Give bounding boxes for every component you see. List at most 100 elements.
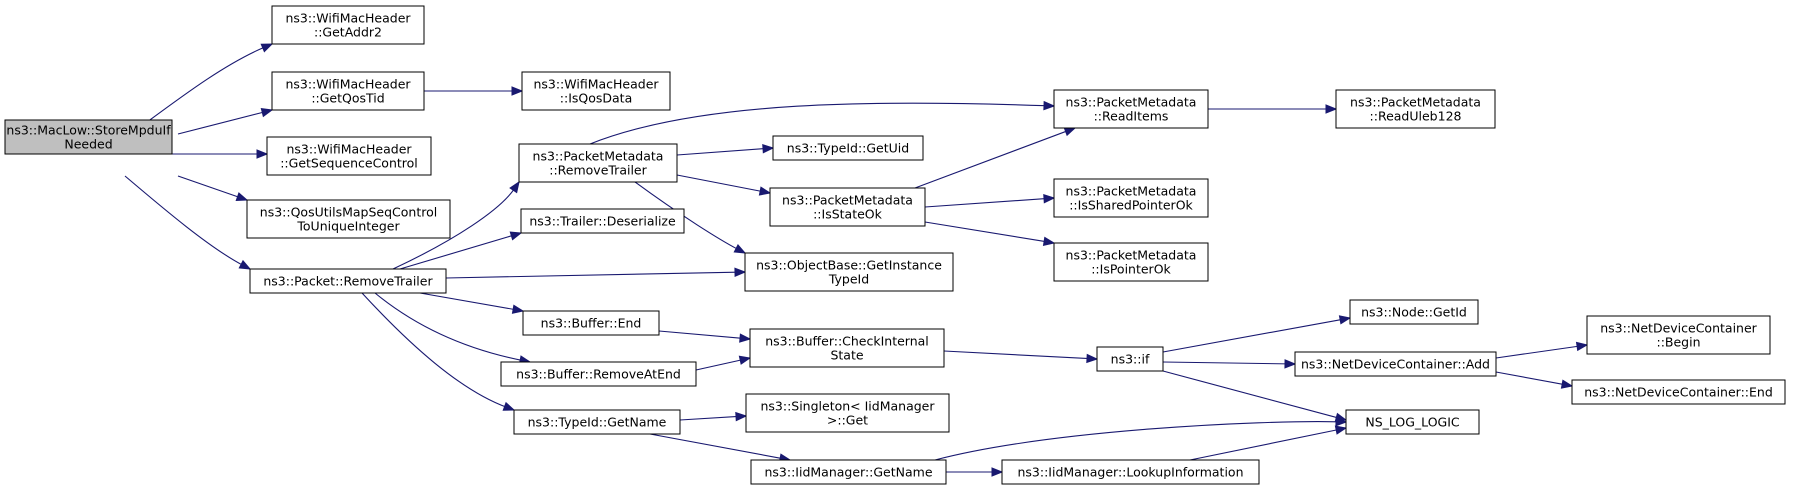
node-pm-isstateok[interactable]: ns3::PacketMetadata::IsStateOk: [769, 187, 926, 227]
edge-iid_getname-to-iid_lookup: [946, 467, 1004, 477]
arrowhead-icon: [733, 243, 747, 254]
node-box[interactable]: [1345, 409, 1480, 435]
node-box[interactable]: [772, 135, 924, 161]
node-box[interactable]: [266, 136, 432, 176]
node-ns-log-logic[interactable]: NS_LOG_LOGIC: [1345, 409, 1480, 435]
edge-pkt_removetrailer-to-typeid_getname: [361, 292, 516, 411]
edges-layer: [124, 43, 1589, 477]
node-label: ::IsSharedPointerOk: [1069, 198, 1193, 213]
node-box[interactable]: [1053, 89, 1209, 129]
node-getqostid[interactable]: ns3::WifiMacHeader::GetQosTid: [271, 71, 425, 111]
node-isqosdata[interactable]: ns3::WifiMacHeader::IsQosData: [521, 71, 671, 111]
node-getaddr2[interactable]: ns3::WifiMacHeader::GetAddr2: [271, 5, 425, 45]
edge-line: [676, 148, 766, 156]
arrowhead-icon: [1042, 236, 1056, 246]
node-box[interactable]: [744, 252, 954, 292]
node-typeid-getname[interactable]: ns3::TypeId::GetName: [513, 409, 681, 435]
node-box[interactable]: [1096, 346, 1164, 372]
edge-buf_removeatend-to-buf_checkinternal: [695, 355, 752, 371]
node-pkt-removetrailer[interactable]: ns3::Packet::RemoveTrailer: [249, 268, 447, 294]
edge-line: [124, 175, 244, 266]
node-box[interactable]: [520, 208, 685, 234]
node-typeid-getuid[interactable]: ns3::TypeId::GetUid: [772, 135, 924, 161]
edge-line: [445, 271, 738, 279]
node-pm-readuleb[interactable]: ns3::PacketMetadata::ReadUleb128: [1335, 89, 1496, 129]
node-box[interactable]: [749, 328, 945, 368]
node-ndc-begin[interactable]: ns3::NetDeviceContainer::Begin: [1586, 315, 1771, 355]
node-label: ns3::PacketMetadata: [1066, 248, 1197, 263]
edge-line: [392, 188, 515, 270]
node-pm-removetrailer[interactable]: ns3::PacketMetadata::RemoveTrailer: [518, 143, 678, 183]
node-box[interactable]: [745, 393, 950, 433]
node-box[interactable]: [1001, 459, 1260, 485]
node-label: ::Begin: [1656, 335, 1700, 350]
node-pm-issharedptr[interactable]: ns3::PacketMetadata::IsSharedPointerOk: [1053, 178, 1209, 218]
node-trailer-deser[interactable]: ns3::Trailer::Deserialize: [520, 208, 685, 234]
edge-line: [695, 359, 743, 371]
node-iid-getname[interactable]: ns3::IidManager::GetName: [750, 459, 947, 485]
node-box[interactable]: [750, 459, 947, 485]
edge-line: [177, 175, 240, 198]
node-box[interactable]: [1053, 242, 1209, 282]
node-box[interactable]: [246, 199, 451, 239]
node-label: ns3::QosUtilsMapSeqControl: [260, 205, 437, 220]
node-box[interactable]: [1053, 178, 1209, 218]
node-label: ns3::TypeId::GetUid: [787, 141, 909, 156]
edge-pkt_removetrailer-to-pm_removetrailer: [392, 180, 520, 270]
arrowhead-icon: [511, 86, 524, 96]
node-box[interactable]: [249, 268, 447, 294]
edge-ns3_if-to-ndc_add: [1162, 359, 1297, 369]
node-box[interactable]: [1349, 299, 1479, 325]
edge-line: [1495, 345, 1580, 359]
node-label: ns3::IidManager::LookupInformation: [1017, 465, 1243, 480]
node-node-getid[interactable]: ns3::Node::GetId: [1349, 299, 1479, 325]
node-box[interactable]: [1571, 379, 1786, 405]
arrowhead-icon: [1284, 359, 1297, 369]
node-label: State: [830, 348, 863, 363]
node-singleton-get[interactable]: ns3::Singleton< IidManager>::Get: [745, 393, 950, 433]
edge-typeid_getname-to-iid_getname: [649, 433, 792, 463]
node-buf-removeatend[interactable]: ns3::Buffer::RemoveAtEnd: [500, 361, 697, 387]
node-qosutils[interactable]: ns3::QosUtilsMapSeqControlToUniqueIntege…: [246, 199, 451, 239]
node-pm-isptrok[interactable]: ns3::PacketMetadata::IsPointerOk: [1053, 242, 1209, 282]
node-box[interactable]: [500, 361, 697, 387]
node-ndc-end[interactable]: ns3::NetDeviceContainer::End: [1571, 379, 1786, 405]
node-label: ::RemoveTrailer: [549, 163, 647, 178]
node-box[interactable]: [518, 143, 678, 183]
node-box[interactable]: [1586, 315, 1771, 355]
edge-ns3_if-to-ns_log_logic: [1162, 370, 1348, 422]
node-box[interactable]: [271, 71, 425, 111]
edge-line: [934, 421, 1339, 461]
node-label: ns3::PacketMetadata: [1350, 95, 1481, 110]
arrowhead-icon: [511, 304, 525, 314]
node-label: ::GetSequenceControl: [280, 156, 418, 171]
edge-line: [1162, 361, 1288, 365]
arrowhead-icon: [1338, 315, 1352, 325]
node-box[interactable]: [522, 310, 660, 336]
node-getseqctrl[interactable]: ns3::WifiMacHeader::GetSequenceControl: [266, 136, 432, 176]
node-box[interactable]: [521, 71, 671, 111]
edge-root-to-qosutils: [177, 175, 249, 202]
edge-buf_checkinternal-to-ns3_if: [943, 350, 1099, 364]
edge-typeid_getname-to-singleton_get: [679, 411, 748, 422]
node-box[interactable]: [4, 119, 173, 155]
edge-buf_end-to-buf_checkinternal: [658, 330, 752, 343]
edge-pm_removetrailer-to-objbase_getinst: [634, 181, 747, 254]
node-ns3-if[interactable]: ns3::if: [1096, 346, 1164, 372]
node-ndc-add[interactable]: ns3::NetDeviceContainer::Add: [1294, 351, 1497, 377]
node-iid-lookup[interactable]: ns3::IidManager::LookupInformation: [1001, 459, 1260, 485]
arrowhead-icon: [762, 144, 775, 154]
node-box[interactable]: [513, 409, 681, 435]
edge-root-to-getseqctrl: [172, 149, 269, 159]
node-box[interactable]: [1294, 351, 1497, 377]
arrowhead-icon: [1325, 104, 1338, 114]
node-pm-readitems[interactable]: ns3::PacketMetadata::ReadItems: [1053, 89, 1209, 129]
node-box[interactable]: [1335, 89, 1496, 129]
node-label: ns3::Node::GetId: [1361, 305, 1467, 320]
node-box[interactable]: [271, 5, 425, 45]
node-buf-end[interactable]: ns3::Buffer::End: [522, 310, 660, 336]
node-box[interactable]: [769, 187, 926, 227]
